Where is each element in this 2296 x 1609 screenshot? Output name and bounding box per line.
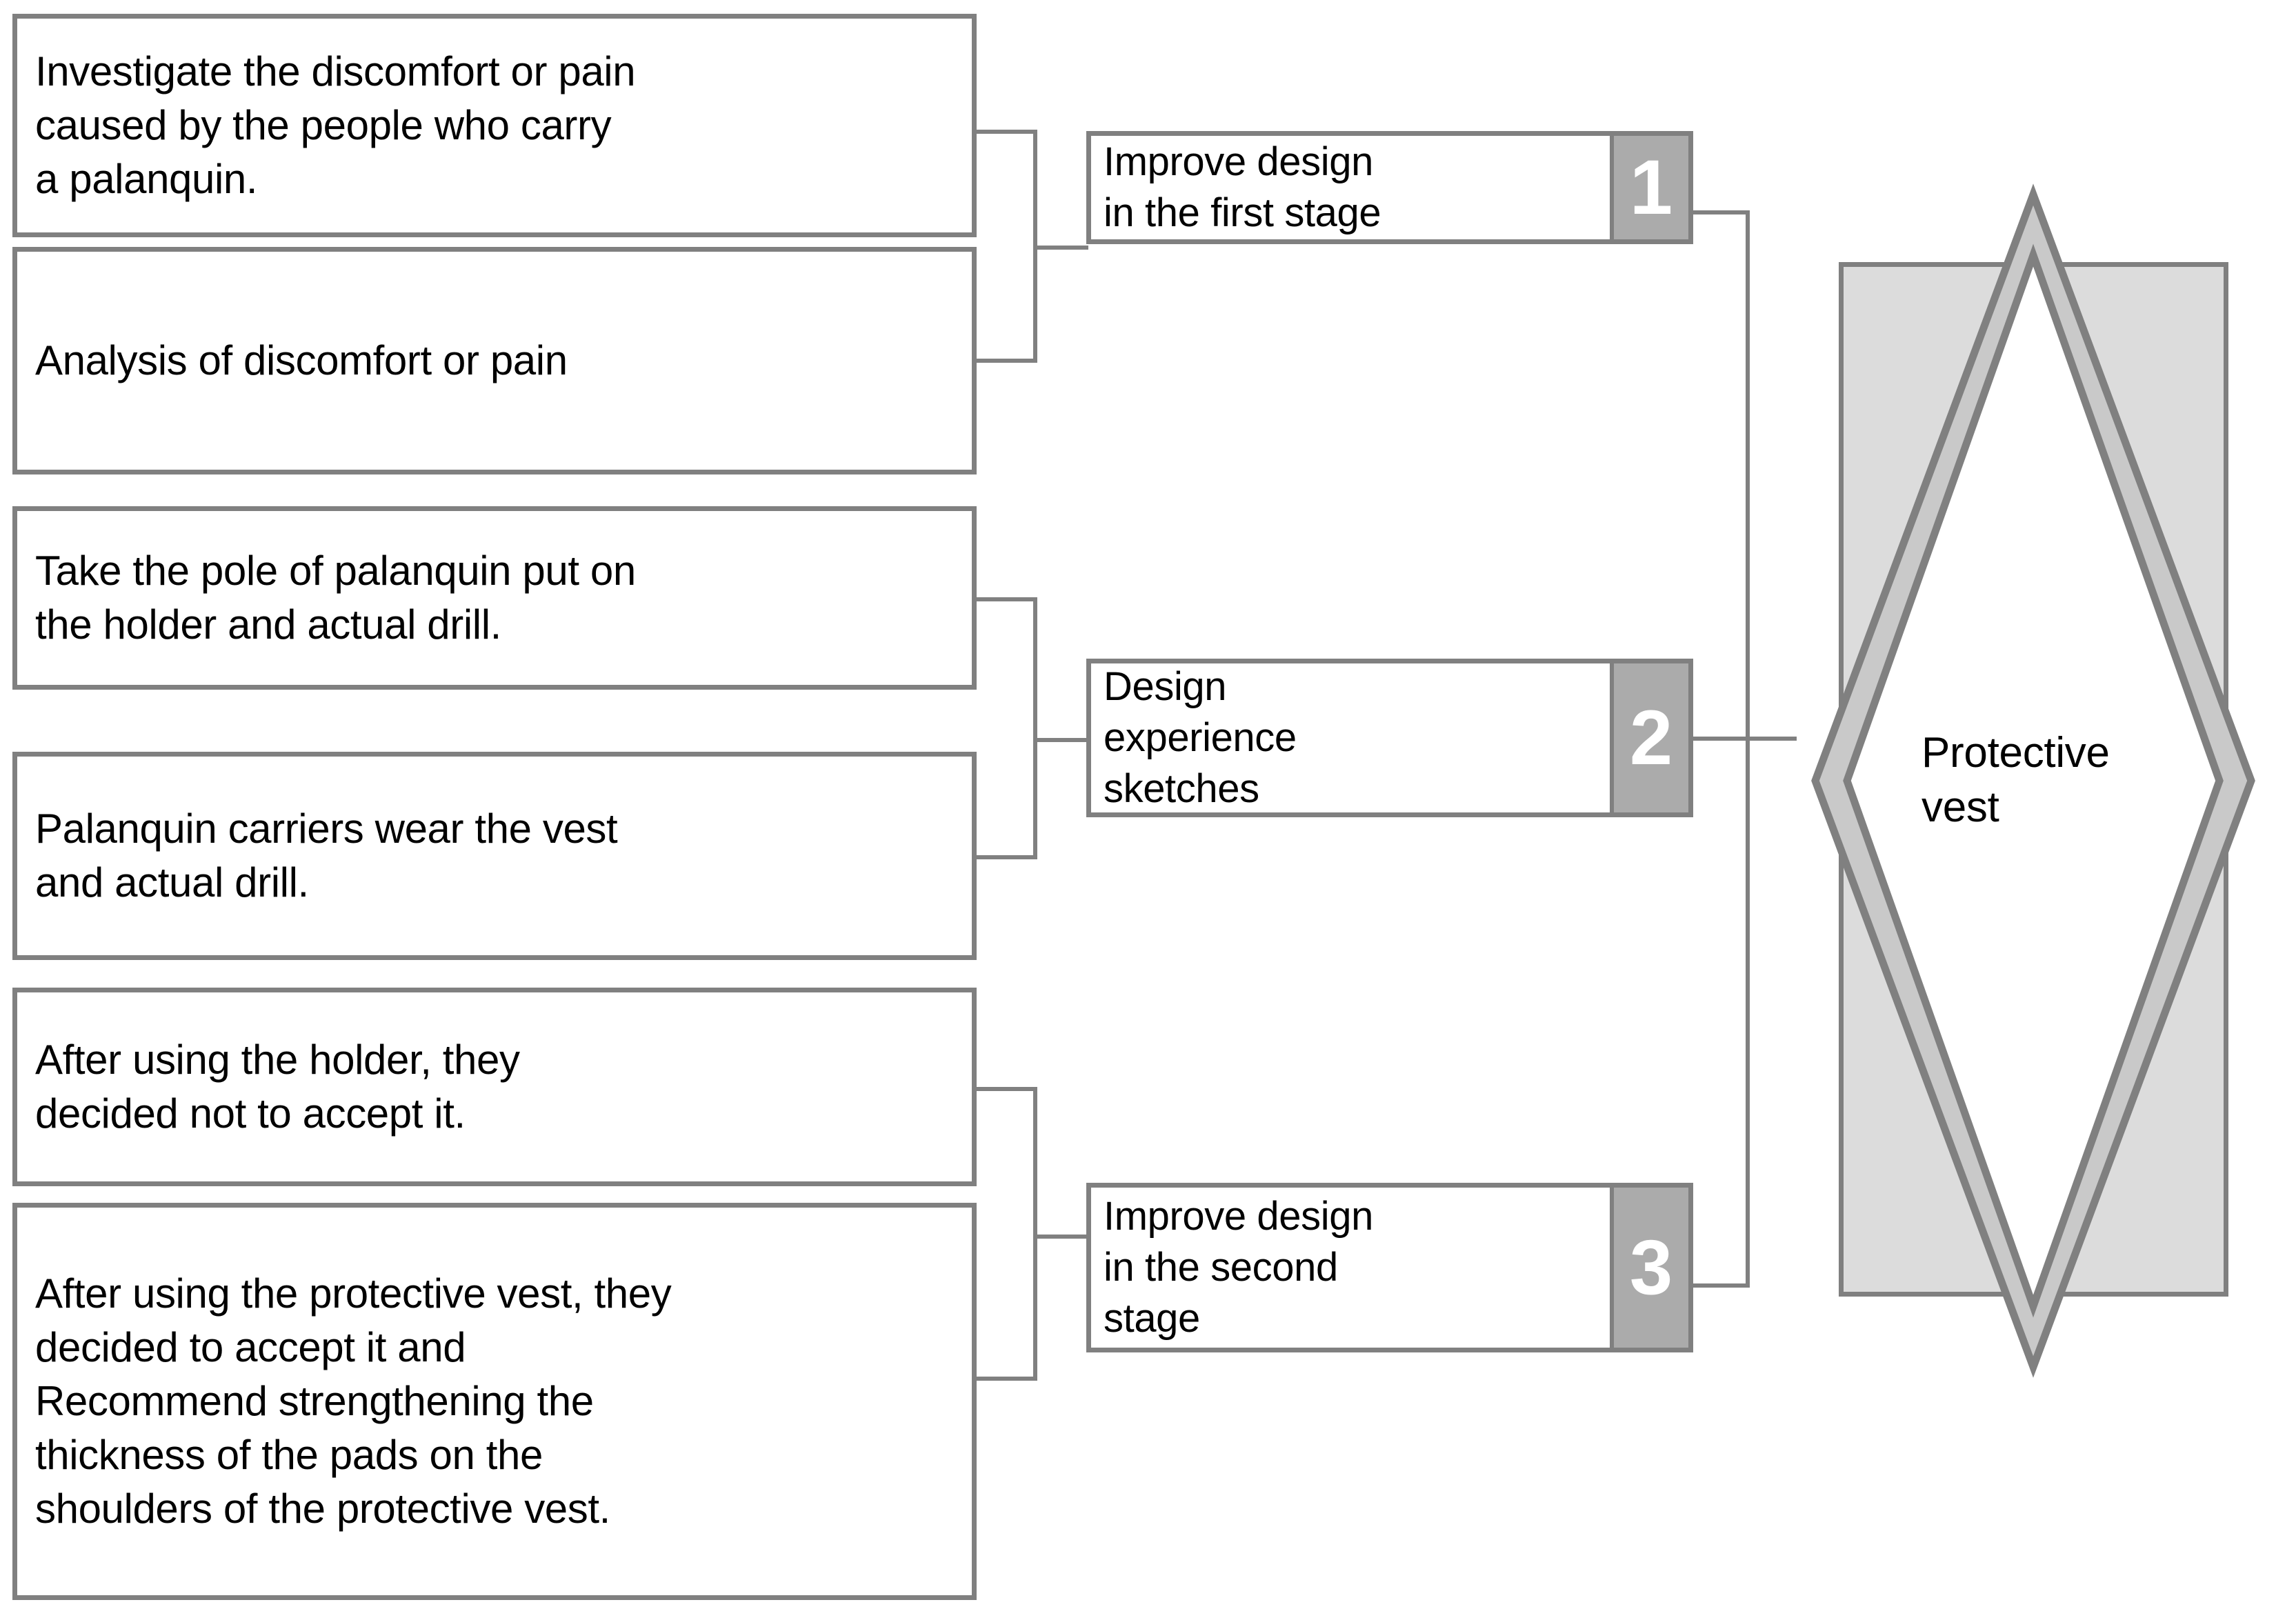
connector-right-bracket-spine xyxy=(1746,210,1750,1288)
evidence-box-1-text: Investigate the discomfort or pain cause… xyxy=(35,48,636,202)
connector-evidence-3-out xyxy=(977,597,1037,601)
connector-bracket-a-to-stage-1 xyxy=(1033,246,1088,250)
evidence-box-3-text: Take the pole of palanquin put on the ho… xyxy=(35,548,636,648)
evidence-box-1: Investigate the discomfort or pain cause… xyxy=(12,14,977,237)
evidence-box-3: Take the pole of palanquin put on the ho… xyxy=(12,506,977,690)
stage-box-2-label: Design experience sketches xyxy=(1104,663,1297,812)
evidence-box-6: After using the protective vest, they de… xyxy=(12,1203,977,1600)
connector-stage-3-out xyxy=(1693,1283,1750,1288)
result-label: Protective vest xyxy=(1921,729,2110,832)
result-diamond-inner xyxy=(1843,243,2224,1318)
stage-box-1-label: Improve design in the first stage xyxy=(1104,139,1381,235)
stage-box-1-number: 1 xyxy=(1610,136,1688,239)
connector-evidence-2-out xyxy=(977,359,1037,363)
result-diamond-shape xyxy=(1811,183,2255,1378)
evidence-box-2-text: Analysis of discomfort or pain xyxy=(35,337,568,383)
connector-bracket-c-spine xyxy=(1033,1087,1037,1381)
stage-box-3: Improve design in the second stage 3 xyxy=(1086,1183,1693,1352)
stage-box-1: Improve design in the first stage 1 xyxy=(1086,131,1693,244)
result-node: Protective vest xyxy=(1790,174,2273,1388)
evidence-box-5: After using the holder, they decided not… xyxy=(12,988,977,1186)
evidence-box-4-text: Palanquin carriers wear the vest and act… xyxy=(35,806,618,906)
connector-evidence-4-out xyxy=(977,855,1037,859)
evidence-box-2: Analysis of discomfort or pain xyxy=(12,247,977,474)
connector-stage-2-to-result xyxy=(1693,737,1797,741)
connector-evidence-1-out xyxy=(977,130,1037,134)
connector-evidence-6-out xyxy=(977,1377,1037,1381)
stage-box-2: Design experience sketches 2 xyxy=(1086,659,1693,817)
evidence-box-6-text: After using the protective vest, they de… xyxy=(35,1270,672,1532)
stage-box-3-number: 3 xyxy=(1610,1188,1688,1348)
connector-evidence-5-out xyxy=(977,1087,1037,1091)
evidence-box-4: Palanquin carriers wear the vest and act… xyxy=(12,752,977,960)
evidence-box-5-text: After using the holder, they decided not… xyxy=(35,1037,520,1137)
stage-box-3-label: Improve design in the second stage xyxy=(1104,1193,1373,1341)
stage-box-2-number: 2 xyxy=(1610,663,1688,812)
connector-stage-1-out xyxy=(1693,210,1750,214)
connector-bracket-b-to-stage-2 xyxy=(1033,738,1088,742)
connector-bracket-c-to-stage-3 xyxy=(1033,1235,1088,1239)
connector-bracket-b-spine xyxy=(1033,597,1037,859)
